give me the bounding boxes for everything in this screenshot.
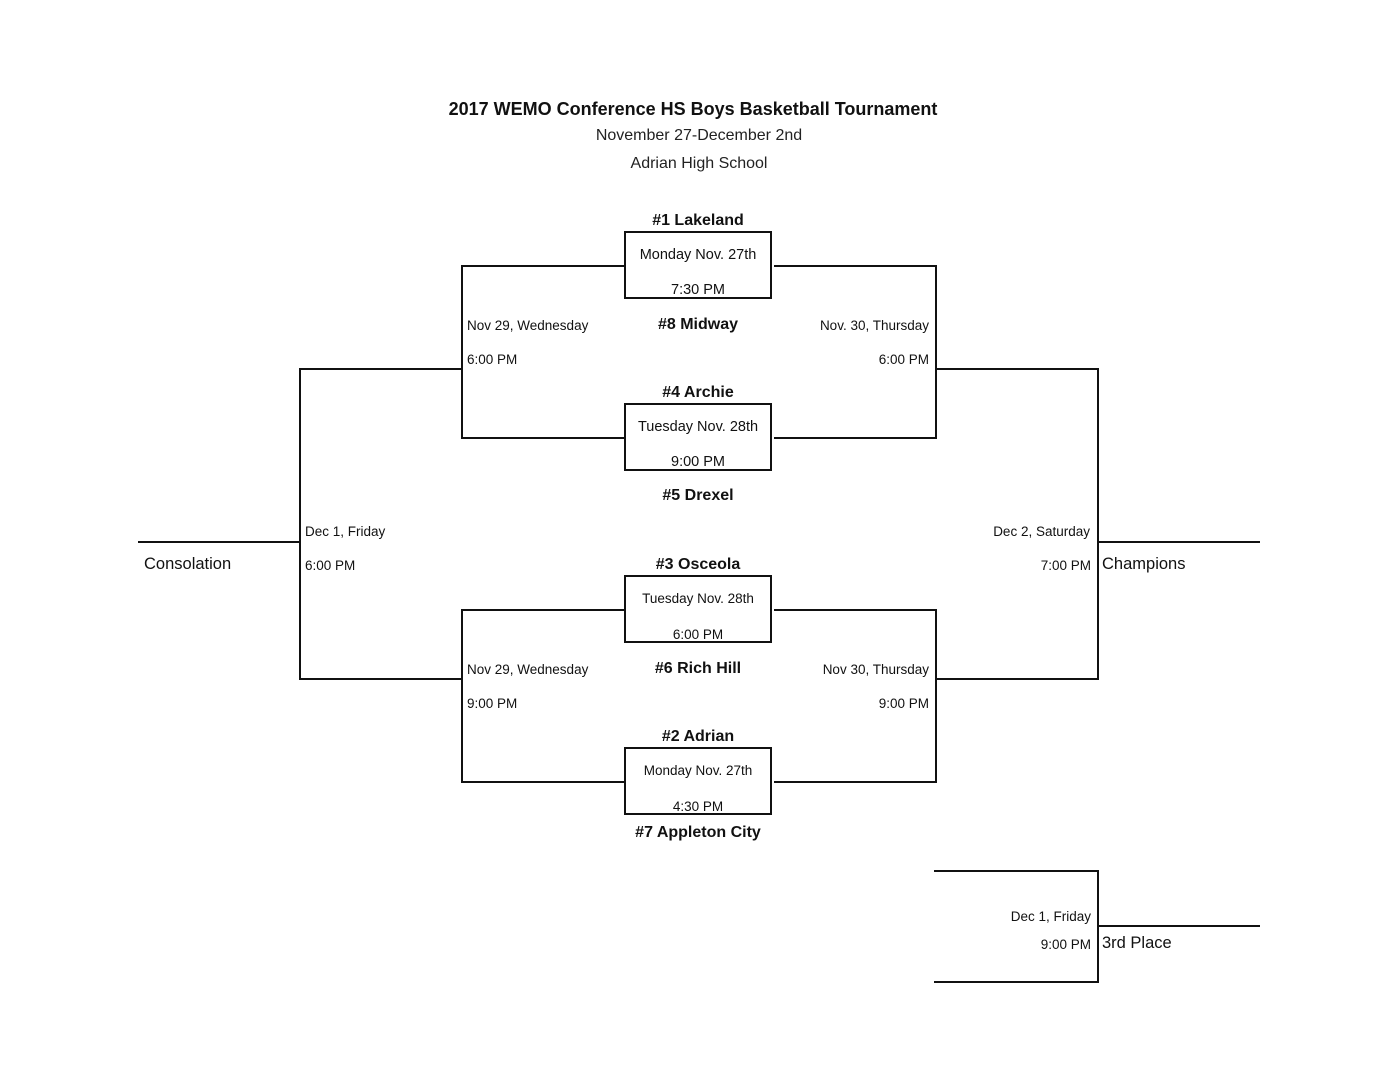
third-place-label: 3rd Place xyxy=(1102,934,1172,952)
bracket-line xyxy=(774,265,937,267)
bracket-line xyxy=(461,781,624,783)
game-box: Tuesday Nov. 28th 9:00 PM xyxy=(624,403,772,471)
champions-label: Champions xyxy=(1102,555,1186,573)
bracket-line xyxy=(461,609,624,611)
game-date: Monday Nov. 27th xyxy=(639,247,757,263)
bracket-line xyxy=(774,781,937,783)
game-date: Tuesday Nov. 28th xyxy=(637,419,759,435)
game-date: Monday Nov. 27th xyxy=(643,763,753,778)
bracket-line xyxy=(461,265,463,439)
game-time: 7:30 PM xyxy=(671,282,725,298)
bracket-line xyxy=(935,609,937,783)
schedule-time: 7:00 PM xyxy=(1040,558,1091,573)
schedule-date: Dec 1, Friday xyxy=(305,524,386,539)
bracket-line xyxy=(774,609,937,611)
bracket-line xyxy=(774,437,937,439)
bracket-line xyxy=(299,368,463,370)
bracket-line xyxy=(299,678,463,680)
game-box: Tuesday Nov. 28th 6:00 PM xyxy=(624,575,772,643)
game-time: 9:00 PM xyxy=(671,454,725,470)
bracket-line xyxy=(935,265,937,439)
schedule-date: Nov 29, Wednesday xyxy=(467,318,589,333)
bracket-line xyxy=(461,437,624,439)
team-label: #8 Midway xyxy=(657,316,739,333)
page-title: 2017 WEMO Conference HS Boys Basketball … xyxy=(448,99,938,119)
schedule-date: Dec 2, Saturday xyxy=(993,524,1090,539)
bracket-line xyxy=(138,541,301,543)
schedule-time: 9:00 PM xyxy=(878,696,929,711)
bracket-line xyxy=(1097,925,1260,927)
tournament-venue: Adrian High School xyxy=(630,155,768,172)
team-label: #4 Archie xyxy=(662,384,734,401)
bracket-line xyxy=(461,609,463,783)
schedule-time: 6:00 PM xyxy=(878,352,929,367)
bracket-line xyxy=(1097,368,1099,680)
tournament-dates: November 27-December 2nd xyxy=(595,127,803,144)
schedule-time: 6:00 PM xyxy=(305,558,356,573)
game-box: Monday Nov. 27th 4:30 PM xyxy=(624,747,772,815)
game-date: Tuesday Nov. 28th xyxy=(642,591,754,606)
schedule-date: Nov. 30, Thursday xyxy=(819,318,929,333)
schedule-time: 9:00 PM xyxy=(467,696,518,711)
bracket-line xyxy=(934,870,1099,872)
team-label: #2 Adrian xyxy=(661,728,735,745)
consolation-label: Consolation xyxy=(144,555,232,573)
bracket-line xyxy=(461,265,624,267)
schedule-time: 6:00 PM xyxy=(467,352,518,367)
game-time: 4:30 PM xyxy=(672,799,724,814)
bracket-line xyxy=(934,981,1099,983)
schedule-time: 9:00 PM xyxy=(1040,937,1091,952)
schedule-date: Nov 29, Wednesday xyxy=(467,662,589,677)
team-label: #7 Appleton City xyxy=(635,824,761,841)
bracket-line xyxy=(299,368,301,680)
team-label: #5 Drexel xyxy=(662,487,734,504)
team-label: #6 Rich Hill xyxy=(654,660,742,677)
bracket-line xyxy=(1097,541,1260,543)
schedule-date: Nov 30, Thursday xyxy=(822,662,929,677)
schedule-date: Dec 1, Friday xyxy=(1010,909,1091,924)
bracket-line xyxy=(935,678,1099,680)
bracket-line xyxy=(935,368,1099,370)
game-box: Monday Nov. 27th 7:30 PM xyxy=(624,231,772,299)
team-label: #1 Lakeland xyxy=(652,212,744,229)
game-time: 6:00 PM xyxy=(672,627,724,642)
team-label: #3 Osceola xyxy=(655,556,741,573)
